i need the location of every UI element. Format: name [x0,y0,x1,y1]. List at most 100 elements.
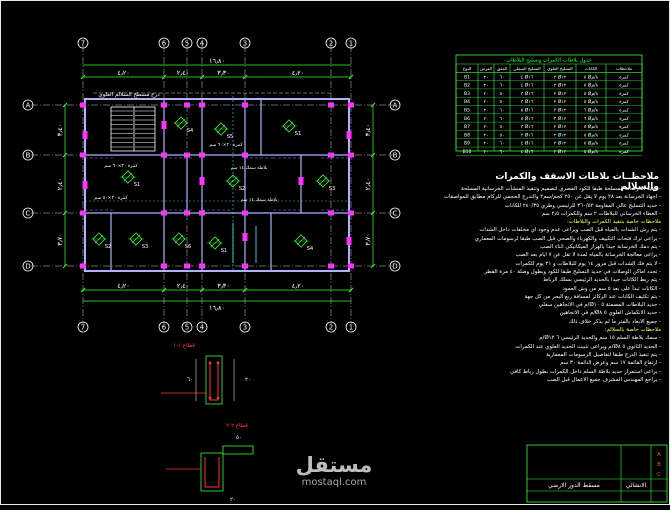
column [242,152,248,158]
slab-label: S1 [295,131,301,137]
table-cell: ٤ Ø١٦ [521,148,534,155]
table-cell: B10 [463,149,472,155]
slab-symbol [120,170,136,184]
grid-bubble-label: 3 [243,40,247,48]
slab-symbol [128,232,144,246]
table-cell: كمرة [619,91,629,97]
dimension-tick [242,287,248,293]
dimension-tick [62,102,68,108]
grid-bubble [22,99,34,111]
slab-label: S1 [134,182,140,188]
column [184,263,190,269]
slab-label: S4 [187,128,193,134]
grid-bubble [389,207,401,219]
table-cell: B7 [464,124,470,130]
table-cell: ٢ Ø١٢ [554,82,567,89]
grid-bubble [325,37,337,49]
table-cell: ٣ Ø١٦ [521,98,534,105]
slab-label: S2 [239,186,245,192]
slab-symbol [173,116,189,130]
general-notes: - تنفيذ الخرسانة المسلحة طبقا للكود المص… [353,185,661,384]
table-cell: ٦ Ø٨/م [584,115,599,122]
sheet-label: الانشائي [626,482,647,489]
note-line: ملاحظات خاصة بتنفيذ الكمرات والبلاطات: [567,219,661,226]
column [161,263,167,269]
table-cell: كمرة [619,116,629,122]
note-line: - حديد التسليح عالي المقاومة ٣٦٠/٥٢ للرئ… [504,202,661,209]
dimension-tick [62,152,68,158]
note-line: - جميع الابعاد بالمتر ما لم يذكر خلاف ذل… [568,318,661,325]
column [80,263,86,269]
detail-dimension-label: ٥٠ [236,435,242,441]
table-cell: B6 [464,116,470,122]
table-cell: ٢٠ [484,150,489,155]
table-cell: كمرة [619,124,629,130]
table-header-cell: ملاحظات [616,66,632,71]
grid-bubble [389,260,401,272]
dimension-tick [199,287,205,293]
table-cell: ٦٠ [500,150,505,155]
note-line: - الكانات تبدأ على بعد ٥ سم من وش العمود [562,285,661,292]
table-cell: B1 [464,74,470,80]
detail-concrete [200,452,224,492]
detail-label: قطاع ٢-٢ [226,423,248,429]
table-cell: كمرة [619,132,629,138]
column [161,121,167,129]
column [199,152,205,158]
dimension-tick [80,287,86,293]
grid-bubble [345,321,357,333]
note-line: - حديد الانكماش العلوي ٥ Ø٨/م في الاتجاه… [559,310,661,317]
note-line: - يتم ربط الكانات جيدا بالحديد الرئيسي ب… [543,277,661,284]
column [161,210,167,216]
table-title: جدول بلاطات الكمرات وتسليح البلاطات [506,58,592,64]
grid-bubble-label: 3 [243,324,247,332]
dimension-label: ٣٫٧٠ [56,233,64,246]
dimension-label: ٢٫٤٠ [177,69,190,77]
table-cell: ٢٠ [484,142,489,147]
grid-bubble [196,37,208,49]
dimension-total-label: ١٦٫٨٠ [209,57,225,65]
column [242,210,248,216]
table-cell: ٥ Ø٨/م [584,98,599,105]
table-cell: ٥٠ [500,125,505,130]
note-line: - ارتفاع القائمة ١٧ سم وعرض النائمة ٣٠ س… [560,360,661,367]
column [199,210,205,216]
table-cell: B8 [464,132,470,138]
table-cell: ٥ Ø٨/م [584,148,599,155]
slab-symbol [207,236,223,250]
slab-symbol [315,174,331,188]
notes-title: ملاحظــات بلاطات الاسقف والكمرات والسلال… [495,172,659,192]
note-line: - يراعى استمرار حديد بلاطة السلم داخل ال… [509,368,661,375]
table-cell: ٢ Ø١٢ [554,90,567,97]
dimension-label: ٤٫٢٠ [117,69,130,77]
table-cell: ٢ Ø١٢ [554,98,567,105]
dimension-label: ٣٫٤٠ [56,124,64,137]
table-cell: ٥ Ø٨/م [584,140,599,147]
dimension-label: ٤٫٢٠ [292,69,305,77]
table-cell: B3 [464,91,470,97]
table-cell: ٥ Ø٨/م [584,131,599,138]
column [80,152,86,158]
note-line: - تنفيذ الخرسانة المسلحة طبقا للكود المص… [460,186,661,192]
detail-section-1 [205,355,223,405]
table-cell: ٦٠ [500,117,505,122]
detail-label: قطاع ١-١ [173,343,195,349]
grid-bubble-label: A [393,102,398,110]
detail-rebar-dot [216,361,220,365]
slab-note: كمرة ٢٠×٦٠ سم [104,163,138,169]
table-cell: ٣ Ø١٢ [554,115,567,122]
table-cell: ٤ Ø١٦ [521,73,534,80]
column [346,237,352,245]
detail-rebar-dot [216,396,220,400]
slab-note: كمرة ٢٠×٦٠ سم [209,142,243,148]
note-line: ملاحظات خاصة بالسلالم: [604,327,661,334]
watermark: مستقل mostaql.com [293,453,375,489]
note-line: - سمك بلاطة السلم ١٥ سم والحديد الرئيسي … [539,335,661,342]
column [184,102,190,108]
grid-bubble-label: 6 [162,324,167,332]
grid-bubble [196,321,208,333]
grid-bubble [22,149,34,161]
table-cell: ٥ Ø٨/م [584,90,599,97]
table-cell: ٢٠ [484,100,489,105]
